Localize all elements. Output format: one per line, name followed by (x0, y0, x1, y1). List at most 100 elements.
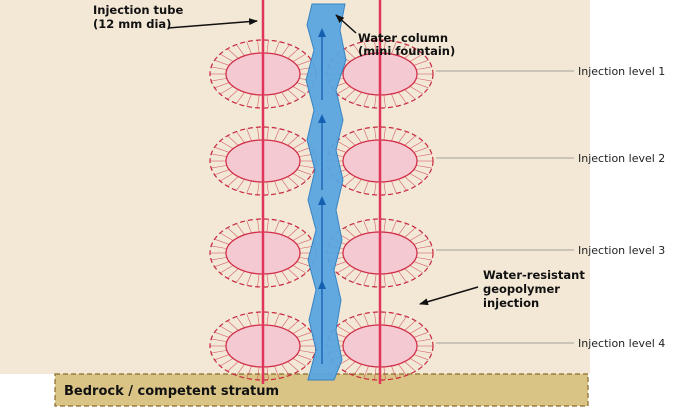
bulb-ray (246, 128, 252, 142)
bulb-ray (287, 89, 299, 100)
geopolymer-callout-line2: geopolymer (483, 282, 560, 296)
bulb-ray (292, 325, 307, 334)
bedrock-label: Bedrock / competent stratum (64, 384, 279, 399)
bulb-ray (274, 93, 280, 107)
bulb-ray (336, 140, 351, 149)
bulb-ray (383, 127, 386, 141)
bulb-ray (398, 223, 407, 235)
bulb-rays (327, 219, 433, 287)
bulb-ray (299, 165, 315, 169)
bulb-ray (398, 44, 407, 56)
bulb-ray (353, 44, 362, 56)
bulb-ray (236, 92, 245, 104)
level-1-label: Injection level 1 (578, 65, 665, 78)
bulb-ray (236, 179, 245, 191)
bulb-ray (296, 169, 312, 176)
bulb-rays (210, 127, 316, 195)
bulb-ray (409, 140, 424, 149)
bulb-ray (227, 135, 239, 146)
bulb-ray (383, 181, 386, 195)
bulb-ray (274, 365, 280, 379)
bulb-ray (274, 41, 280, 55)
bulb-ray (383, 273, 386, 287)
bulb-ray (281, 92, 290, 104)
bulb-ray (214, 82, 230, 89)
bulb-ray (416, 165, 432, 169)
bulb-ray (409, 325, 424, 334)
bulb-ray (344, 48, 356, 59)
bulb-ray (398, 179, 407, 191)
bulb-ray (374, 181, 377, 195)
bulb-rays (210, 312, 316, 380)
bulb-ray (236, 44, 245, 56)
bulb-ray (287, 361, 299, 372)
bulb-ray (257, 366, 260, 380)
bulb-ray (374, 366, 377, 380)
bulb-ray (214, 261, 230, 268)
bulb-ray (274, 313, 280, 327)
bulb-ray (391, 272, 397, 286)
flow-arrow-3 (318, 196, 326, 282)
bulb-ray (266, 273, 269, 287)
bulb-ray (266, 94, 269, 108)
water-column (305, 3, 347, 381)
bulb-ray (363, 180, 369, 194)
bulb-ray (336, 325, 351, 334)
bulb-ray (353, 364, 362, 376)
bulb-ray (214, 169, 230, 176)
bulb-ray (296, 331, 312, 338)
bulb-ray (236, 316, 245, 328)
bulb-ray (211, 338, 227, 342)
level-3-label: Injection level 3 (578, 244, 665, 257)
bulb-ray (257, 181, 260, 195)
bulb-ray (246, 272, 252, 286)
bulb-ray (281, 131, 290, 143)
bulb-ray (383, 219, 386, 233)
bulb-ray (257, 40, 260, 54)
bulb-ray (214, 331, 230, 338)
bulb-ray (219, 358, 234, 367)
bulb-ray (211, 165, 227, 169)
bulb-ray (227, 48, 239, 59)
bulb-ray (236, 271, 245, 283)
bulb-ray (236, 364, 245, 376)
bulb-ray (374, 219, 377, 233)
bulb-ray (287, 268, 299, 279)
bulb-ray (363, 41, 369, 55)
bulb-ray (211, 153, 227, 157)
bulb-ray (274, 272, 280, 286)
flow-arrows (318, 28, 326, 364)
injection-tube-callout: Injection tube (12 mm dia) (93, 3, 187, 31)
water-column-callout-line1: Water column (358, 31, 448, 45)
bulb-ray (281, 364, 290, 376)
bulb-ray (374, 273, 377, 287)
soil-background (0, 0, 590, 374)
bulb-ray (413, 354, 429, 361)
bulb-ray (246, 180, 252, 194)
bulb-ray (246, 313, 252, 327)
bulb-ray (227, 268, 239, 279)
bulb-ray (292, 86, 307, 95)
bulb-ray (246, 93, 252, 107)
bulb-ray (416, 66, 432, 70)
bulb-ray (344, 89, 356, 100)
bulb-ray (398, 131, 407, 143)
bulb-ray (219, 140, 234, 149)
bulb-ray (363, 365, 369, 379)
bulb-ray (219, 86, 234, 95)
bulb-ray (416, 153, 432, 157)
bulb-ray (374, 127, 377, 141)
bulb-ray (398, 316, 407, 328)
bulb-ray (287, 135, 299, 146)
geopolymer-arrow (419, 286, 479, 306)
bulb-rays (210, 219, 316, 287)
bulb-ray (416, 338, 432, 342)
bulb-ray (344, 268, 356, 279)
bulb-ray (299, 338, 315, 342)
bulb-ray (296, 238, 312, 245)
bulb-ray (413, 331, 429, 338)
bulb-ray (266, 312, 269, 326)
bulb-ray (374, 94, 377, 108)
bulb-ray (391, 41, 397, 55)
